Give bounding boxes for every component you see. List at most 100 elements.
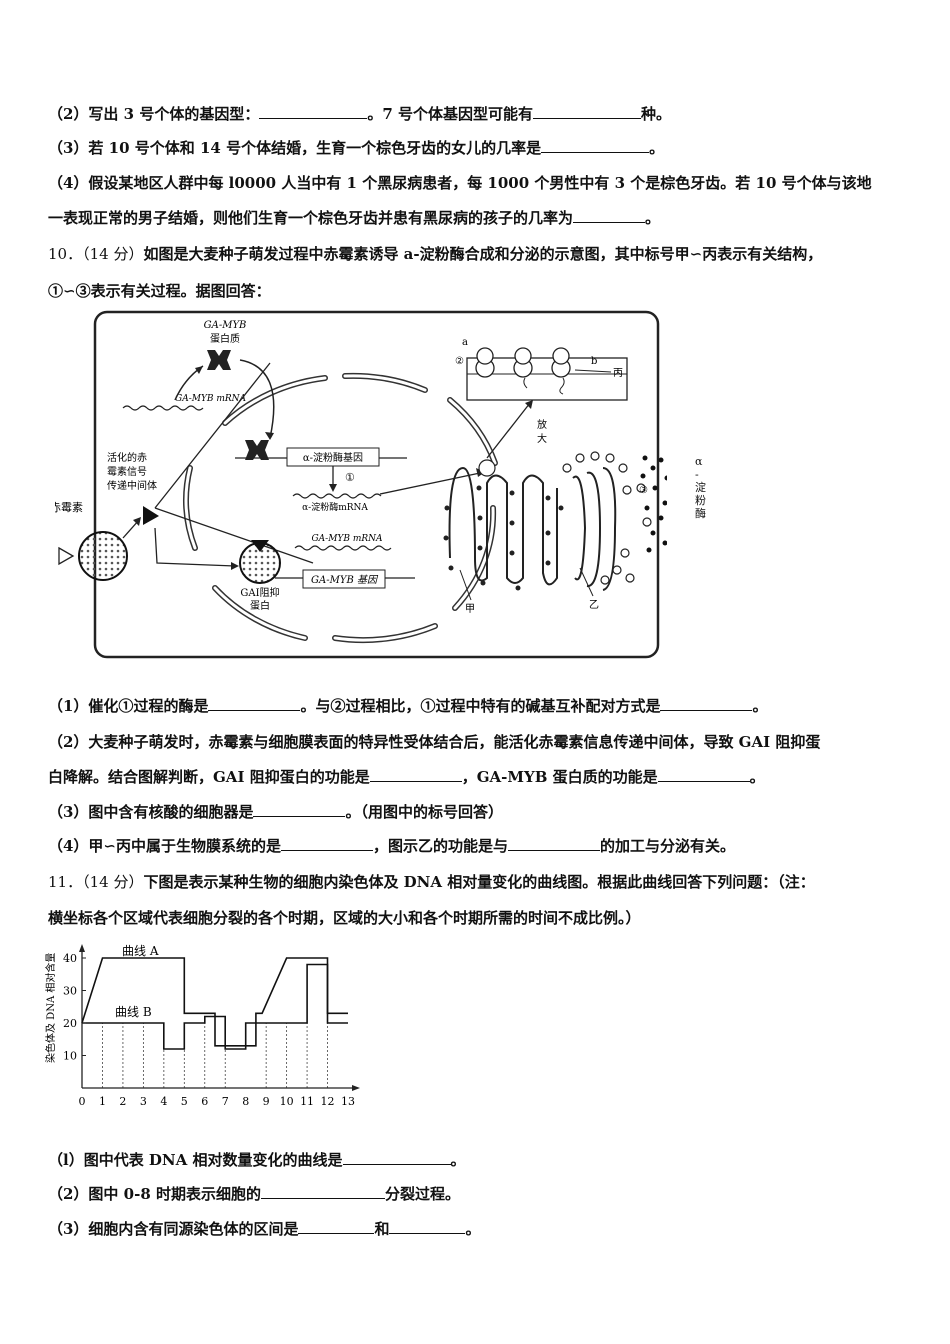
answer-blank[interactable] <box>660 696 753 711</box>
ga-myb-protein-label: GA-MYB <box>204 320 247 331</box>
q11-part2: （2）图中 0-8 时期表示细胞的分裂过程。 <box>48 1184 460 1203</box>
y-tick-label: 30 <box>63 985 77 998</box>
answer-blank[interactable] <box>259 104 368 119</box>
magnify-label-2: 大 <box>537 432 547 445</box>
answer-blank[interactable] <box>369 767 462 782</box>
label-jia: 甲 <box>465 604 475 615</box>
amylase-label: α - 淀 粉 酶 <box>695 455 706 520</box>
answer-blank[interactable] <box>298 1219 375 1234</box>
label-bing: 丙 <box>613 368 623 379</box>
curve-b-label: 曲线 B <box>115 1005 152 1019</box>
ga-myb-gene-box <box>302 569 386 589</box>
ga-myb-mrna2-label: GA-MYB mRNA <box>311 534 383 544</box>
process-2-label: ② <box>455 356 464 367</box>
cell-membrane <box>93 310 660 659</box>
x-tick-label: 7 <box>222 1095 229 1108</box>
curve-a-label: 曲线 A <box>122 944 159 958</box>
q10-part4: （4）甲∽丙中属于生物膜系统的是，图示乙的功能是与的加工与分泌有关。 <box>48 836 736 855</box>
q9-part3: （3）若 10 号个体和 14 号个体结婚，生育一个棕色牙齿的女儿的几率是。 <box>48 138 665 157</box>
chart-lines <box>81 957 348 1050</box>
q9-part4-line1: （4）假设某地区人群中每 l0000 人当中有 1 个黑尿病患者，每 1000 … <box>48 174 872 192</box>
x-tick-label: 10 <box>280 1095 294 1108</box>
ga-myb-mrna-label: GA-MYB mRNA <box>175 394 247 404</box>
answer-blank[interactable] <box>657 767 750 782</box>
y-tick-label: 20 <box>63 1017 77 1030</box>
q10-part1: （1）催化①过程的酶是。与②过程相比，①过程中特有的碱基互补配对方式是。 <box>48 696 768 715</box>
answer-blank[interactable] <box>208 696 301 711</box>
q10-stem-line1: 10．（14 分）如图是大麦种子萌发过程中赤霉素诱导 a-淀粉酶合成和分泌的示意… <box>48 245 823 263</box>
amylase-diagram-svg: GA-MYB 蛋白质 GA-MYB mRNA α-淀粉酶基因 ① α-淀粉酶mR… <box>50 310 670 659</box>
x-tick-label: 8 <box>242 1095 249 1108</box>
x-tick-label: 0 <box>79 1095 86 1108</box>
ga-myb-protein-icon <box>207 350 231 370</box>
q11-stem-line2: 横坐标各个区域代表细胞分裂的各个时期，区域的大小和各个时期所需的时间不成比例。） <box>48 909 641 927</box>
q10-part3: （3）图中含有核酸的细胞器是。（用图中的标号回答） <box>48 802 503 821</box>
answer-blank[interactable] <box>533 104 641 119</box>
amylase-gene-label: α-淀粉酶基因 <box>303 451 363 464</box>
chart-axes <box>79 944 360 1091</box>
x-tick-label: 3 <box>140 1095 147 1108</box>
x-tick-label: 5 <box>181 1095 188 1108</box>
label-yi: 乙 <box>589 599 599 611</box>
answer-blank[interactable] <box>389 1219 466 1234</box>
vesicles <box>562 451 652 585</box>
q9-part2: （2）写出 3 号个体的基因型：。7 号个体基因型可能有种。 <box>48 104 672 123</box>
answer-blank[interactable] <box>253 802 346 817</box>
curve-a-line <box>81 957 348 1047</box>
mrna-wave <box>122 405 204 411</box>
receptor-icon <box>78 531 128 581</box>
y-axis-arrow <box>79 944 85 952</box>
q10-part2-line1: （2）大麦种子萌发时，赤霉素与细胞膜表面的特异性受体结合后，能活化赤霉素信息传递… <box>48 733 821 751</box>
rough-er <box>448 466 558 586</box>
amylase-diagram: GA-MYB 蛋白质 GA-MYB mRNA α-淀粉酶基因 ① α-淀粉酶mR… <box>50 308 670 663</box>
answer-blank[interactable] <box>342 1150 451 1165</box>
chart-grid <box>102 1023 328 1088</box>
x-tick-label: 11 <box>300 1095 314 1108</box>
gai-label-2: 蛋白 <box>250 599 270 612</box>
activated-label-1: 活化的赤 <box>107 451 147 464</box>
q11-part1: （l）图中代表 DNA 相对数量变化的曲线是。 <box>48 1150 466 1169</box>
x-tick-label: 1 <box>99 1095 106 1108</box>
x-tick-label: 2 <box>119 1095 126 1108</box>
q11-stem-line1: 11．（14 分）下图是表示某种生物的细胞内染色体及 DNA 相对量变化的曲线图… <box>48 873 815 891</box>
curve-b-line <box>82 963 348 1050</box>
x-tick-label: 6 <box>201 1095 208 1108</box>
answer-blank[interactable] <box>541 138 650 153</box>
x-tick-label: 13 <box>341 1095 355 1108</box>
process-1-label: ① <box>345 471 355 484</box>
amylase-mrna-label: α-淀粉酶mRNA <box>302 501 368 513</box>
label-b: b <box>591 356 597 367</box>
gibberellin-label: 赤霉素 <box>55 501 83 514</box>
answer-blank[interactable] <box>281 836 374 851</box>
gai-label-1: GAI阻抑 <box>240 587 279 599</box>
signal-intermediate-icon <box>143 506 159 525</box>
q10-stem-line2: ①∽③表示有关过程。据图回答： <box>48 282 271 300</box>
x-tick-label: 12 <box>321 1095 335 1108</box>
process-3-label: ③ <box>639 485 648 496</box>
magnify-label-1: 放 <box>537 418 547 431</box>
x-tick-label: 4 <box>160 1095 167 1108</box>
ribosomes <box>475 347 571 378</box>
magnified-panel <box>466 357 628 401</box>
ga-myb-bound-icon <box>245 440 269 460</box>
x-tick-label: 9 <box>263 1095 270 1108</box>
answer-blank[interactable] <box>508 836 601 851</box>
y-axis-label: 染色体及 DNA 相对含量 <box>44 953 57 1063</box>
q9-part4-line2: 一表现正常的男子结婚，则他们生育一个棕色牙齿并患有黑尿病的孩子的几率为。 <box>48 208 661 227</box>
activated-label-3: 传递中间体 <box>107 479 157 492</box>
answer-blank[interactable] <box>260 1184 385 1199</box>
q10-part2-line2: 白降解。结合图解判断，GAI 阻抑蛋白的功能是，GA-MYB 蛋白质的功能是。 <box>48 767 765 786</box>
x-axis-arrow <box>352 1085 360 1091</box>
answer-blank[interactable] <box>573 208 646 223</box>
secreted-amylase <box>640 455 670 553</box>
y-tick-label: 40 <box>63 952 77 965</box>
activated-label-2: 霉素信号 <box>107 465 147 478</box>
protein-label: 蛋白质 <box>210 332 240 345</box>
y-tick-label: 10 <box>63 1050 77 1063</box>
gibberellin-icon <box>58 546 75 566</box>
golgi <box>572 467 617 591</box>
label-a: a <box>462 337 468 348</box>
